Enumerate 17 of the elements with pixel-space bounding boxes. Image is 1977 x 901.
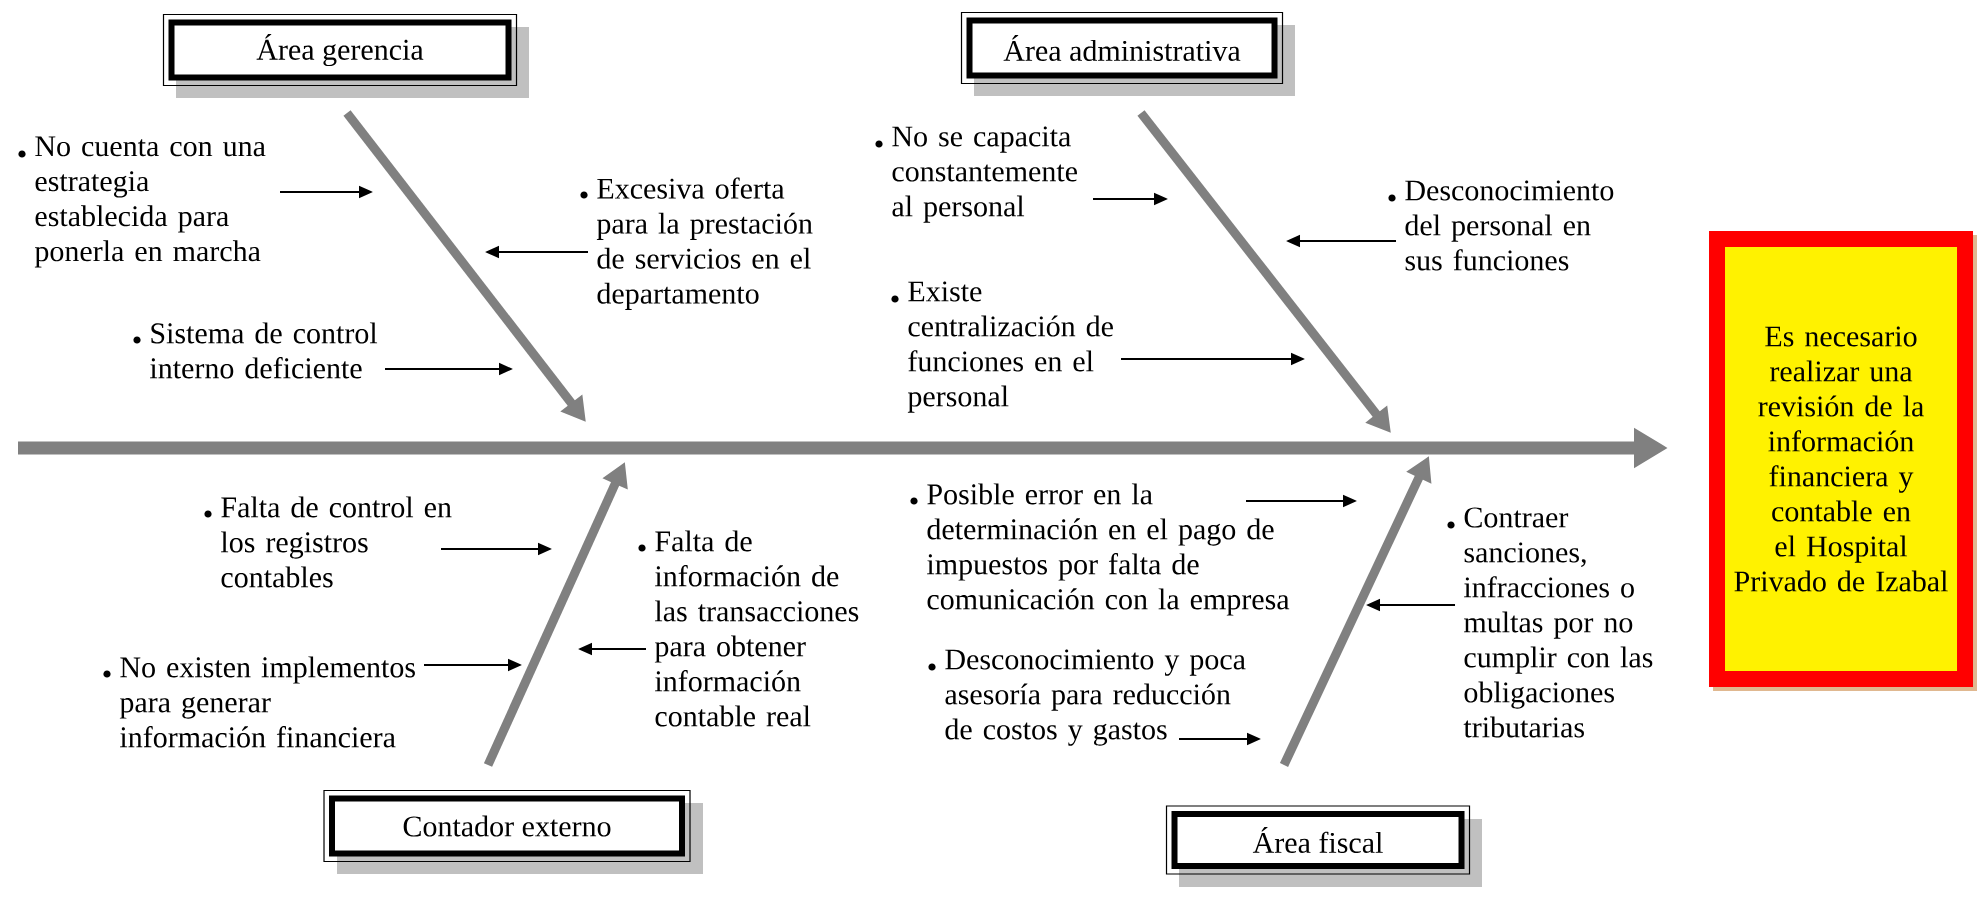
cause-text: Falta de control en los registros contables bbox=[221, 496, 452, 588]
cause-text: Desconocimiento del personal en sus funciones bbox=[1405, 180, 1614, 271]
cause-text: No existen implementos para generar información financiera bbox=[119, 656, 415, 748]
cause-text: No cuenta con una estrategia establecida para ponerla en marcha bbox=[34, 136, 266, 268]
category-box: Área administrativa bbox=[960, 11, 1295, 96]
cause-text: Contraer sanciones, infracciones o multas por no cumplir con las obligaciones tributarias bbox=[1463, 507, 1653, 738]
cause-text: Sistema de control interno deficiente bbox=[150, 322, 378, 379]
cause-text: Excesiva oferta para la prestación de servicios en el departamento bbox=[596, 177, 813, 310]
category-box: Área fiscal bbox=[1165, 805, 1482, 887]
effect-box: Es necesario realizar una revisión de la información financiera y contable en el Hospital Privado de Izabal bbox=[1709, 231, 1977, 691]
cause-text: Posible error en la determinación en el pago de impuestos por falta de comunicación con la empresa bbox=[927, 483, 1290, 616]
cause-text: Desconocimiento y poca asesoría para reducción de costos y gastos bbox=[945, 649, 1246, 746]
category-box: Área gerencia bbox=[162, 13, 529, 98]
cause-text: No se capacita constantemente al personal bbox=[892, 126, 1077, 223]
category-box: Contador externo bbox=[323, 789, 703, 874]
cause-text: Existe centralización de funciones en el personal bbox=[907, 281, 1113, 413]
cause-text: Falta de información de las transacciones para obtener información contable real bbox=[654, 530, 859, 727]
